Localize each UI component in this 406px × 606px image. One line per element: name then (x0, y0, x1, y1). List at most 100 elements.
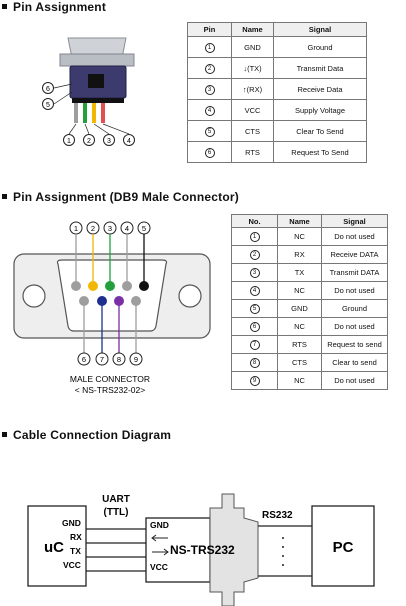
pin-signal: Supply Voltage (273, 99, 367, 121)
pin-number: 6 (249, 322, 260, 332)
db9-pin-4 (122, 281, 132, 291)
pin-name: ↓(TX) (231, 57, 274, 79)
top-pin-label: 5 (142, 224, 146, 233)
uc-pin-rx: RX (70, 532, 82, 542)
section1-title: Pin Assignment (2, 0, 106, 14)
pin-signal: Do not used (321, 281, 388, 300)
arrow-left-icon (151, 534, 168, 542)
db9-pin-7 (97, 296, 107, 306)
col-header-no: No. (231, 214, 278, 228)
connector-caption-2: < NS-TRS232-02> (75, 385, 145, 395)
uc-pin-tx: TX (70, 546, 81, 556)
bottom-pin-label: 9 (134, 355, 138, 364)
wire-4 (101, 103, 105, 123)
pin-signal: Transmit DATA (321, 263, 388, 282)
pin-name: GND (277, 299, 322, 318)
ns-trs232-box (145, 517, 211, 583)
pin-signal: Transmit Data (273, 57, 367, 79)
bullet-icon (2, 194, 7, 200)
bottom-pin-label: 8 (117, 355, 121, 364)
top-pin-label: 2 (91, 224, 95, 233)
connector-trapezoid (56, 259, 168, 332)
pin-name: CTS (277, 353, 322, 372)
pin-number: 3 (204, 84, 215, 95)
pin-name: RTS (277, 335, 322, 354)
bottom-pin-markers: 6 7 8 9 (77, 352, 143, 366)
uart-label: UART (102, 494, 130, 505)
pin-name: TX (277, 263, 322, 282)
pin-name: NC (277, 281, 322, 300)
module-label: NS-TRS232 (170, 543, 235, 557)
mount-hole-right (178, 284, 202, 308)
db9-pin-8 (114, 296, 124, 306)
pin-signal: Ground (273, 36, 367, 58)
module-pin-6: 6 (46, 86, 50, 93)
cable-connection-diagram: uC GND RX TX VCC UART (TTL) GND VCC NS-T… (27, 493, 375, 606)
uart-ttl-label: (TTL) (104, 507, 129, 518)
col-header-name: Name (231, 22, 274, 37)
wire-2 (83, 103, 87, 123)
pin-number: 9 (249, 376, 260, 386)
pc-label: PC (333, 539, 354, 556)
pin-header (72, 98, 124, 103)
db9-pin-3 (105, 281, 115, 291)
col-header-name: Name (277, 214, 322, 228)
db9-pin-6 (79, 296, 89, 306)
pin-signal: Do not used (321, 317, 388, 336)
section2-title: Pin Assignment (DB9 Male Connector) (2, 190, 239, 204)
pin-name: CTS (231, 120, 274, 142)
top-pin-label: 1 (74, 224, 78, 233)
pin-number: 6 (204, 147, 215, 158)
rs232-label: RS232 (262, 510, 293, 521)
pin-number: 5 (249, 304, 260, 314)
connector-caption-1: MALE CONNECTOR (70, 374, 150, 384)
section1-title-text: Pin Assignment (13, 0, 107, 14)
uc-box (27, 505, 87, 587)
pc-box (311, 505, 375, 587)
section3-title: Cable Connection Diagram (2, 428, 171, 442)
db9-side-profile (209, 493, 259, 606)
pin-name: GND (231, 36, 274, 58)
pin-name: NC (277, 317, 322, 336)
bullet-icon (2, 4, 7, 10)
db9-pin-9 (131, 296, 141, 306)
db9-connector-diagram: 1 2 3 4 5 6 7 8 9 MALE CONNECTOR < NS (13, 221, 211, 395)
section3-title-text: Cable Connection Diagram (13, 428, 172, 442)
module-pin-1: 1 (67, 138, 71, 145)
pin-signal: Request to send (321, 335, 388, 354)
bullet-icon (2, 432, 7, 438)
uc-label: uC (44, 539, 64, 556)
db9-pin-2 (88, 281, 98, 291)
col-header-signal: Signal (273, 22, 367, 37)
pin-signal: Do not used (321, 371, 388, 390)
top-pin-label: 4 (125, 224, 129, 233)
pin-number: 1 (204, 42, 215, 53)
pin-signal: Receive DATA (321, 245, 388, 264)
bottom-pin-label: 7 (100, 355, 104, 364)
module-pin-2: 2 (87, 138, 91, 145)
bottom-pin-label: 6 (82, 355, 86, 364)
module-illustration: 1 2 3 4 6 5 (42, 37, 135, 146)
pin-name: RX (277, 245, 322, 264)
pin-name: NC (277, 227, 322, 246)
pin-signal: Clear To Send (273, 120, 367, 142)
top-pin-markers: 1 2 3 4 5 (69, 221, 151, 235)
pin-number: 4 (204, 105, 215, 116)
pin-number: 7 (249, 340, 260, 350)
pin-name: RTS (231, 141, 274, 163)
top-pin-label: 3 (108, 224, 112, 233)
module-pin-markers: 1 2 3 4 6 5 (42, 82, 135, 146)
